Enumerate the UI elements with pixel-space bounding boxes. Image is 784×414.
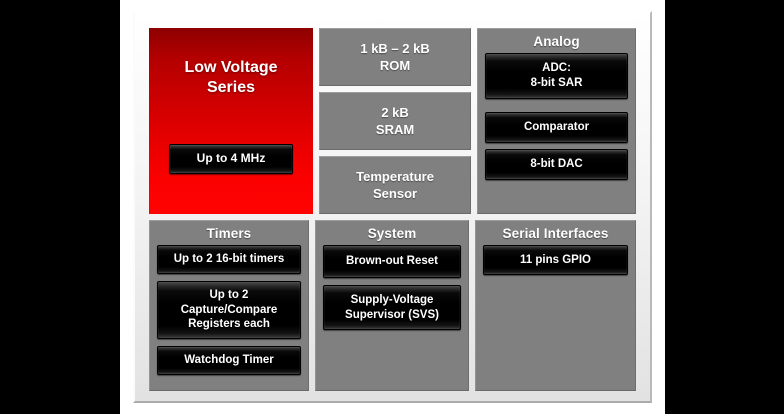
dac-label: 8-bit DAC [530, 158, 583, 171]
diagram-content: Low Voltage Series Up to 4 MHz 1 kB – 2 … [137, 15, 648, 399]
diagram-row-top: Low Voltage Series Up to 4 MHz 1 kB – 2 … [149, 28, 636, 214]
adc-chip[interactable]: ADC: 8-bit SAR [485, 53, 628, 99]
rom-size: 1 kB – 2 kB [360, 40, 430, 56]
timers-16bit-label: Up to 2 16-bit timers [173, 253, 285, 266]
temperature-sensor-box[interactable]: Temperature Sensor [319, 156, 472, 214]
timers-panel: Timers Up to 2 16-bit timers Up to 2 Cap… [149, 220, 309, 391]
brand-title: Low Voltage Series [149, 28, 313, 99]
serial-interfaces-panel: Serial Interfaces 11 pins GPIO [475, 220, 636, 391]
analog-panel-title: Analog [533, 34, 580, 49]
letterbox-left [0, 0, 120, 414]
letterbox-right [665, 0, 784, 414]
system-panel: System Brown-out Reset Supply-Voltage Su… [314, 220, 470, 391]
capture-compare-line2: Capture/Compare [180, 303, 278, 316]
gpio-chip[interactable]: 11 pins GPIO [483, 245, 628, 275]
sram-label: SRAM [375, 122, 415, 137]
capture-compare-chip[interactable]: Up to 2 Capture/Compare Registers each [157, 281, 301, 339]
adc-line2: 8-bit SAR [530, 77, 583, 89]
rom-label: ROM [379, 58, 411, 73]
serial-interfaces-panel-body: 11 pins GPIO [476, 245, 635, 282]
diagram-row-bottom: Timers Up to 2 16-bit timers Up to 2 Cap… [149, 220, 636, 391]
system-panel-body: Brown-out Reset Supply-Voltage Superviso… [316, 245, 468, 337]
timers-panel-title: Timers [206, 226, 252, 241]
svs-line1: Supply-Voltage [350, 293, 434, 306]
serial-interfaces-panel-title: Serial Interfaces [502, 226, 609, 241]
supply-voltage-supervisor-chip[interactable]: Supply-Voltage Supervisor (SVS) [322, 285, 462, 330]
watchdog-timer-chip[interactable]: Watchdog Timer [157, 346, 301, 375]
gpio-label: 11 pins GPIO [520, 253, 591, 266]
brownout-reset-label: Brown-out Reset [346, 255, 438, 268]
comparator-label: Comparator [523, 121, 590, 134]
brownout-reset-chip[interactable]: Brown-out Reset [322, 245, 462, 278]
analog-panel-body: ADC: 8-bit SAR Comparator 8-bit DAC [478, 53, 635, 187]
temperature-sensor-line2: Sensor [373, 186, 418, 201]
timers-16bit-chip[interactable]: Up to 2 16-bit timers [157, 245, 301, 274]
brand-title-line2: Series [206, 79, 256, 97]
analog-panel: Analog ADC: 8-bit SAR Comparator 8-bit D… [477, 28, 636, 214]
dac-chip[interactable]: 8-bit DAC [485, 149, 628, 180]
comparator-chip[interactable]: Comparator [485, 112, 628, 143]
svs-line2: Supervisor (SVS) [345, 308, 439, 321]
adc-line1: ADC: [542, 62, 571, 75]
watchdog-timer-label: Watchdog Timer [184, 354, 274, 367]
brand-column: Low Voltage Series Up to 4 MHz [149, 28, 313, 214]
brand-title-line1: Low Voltage [184, 59, 278, 76]
rom-box[interactable]: 1 kB – 2 kB ROM [319, 28, 472, 86]
sram-size: 2 kB [381, 104, 409, 120]
sram-box[interactable]: 2 kB SRAM [319, 92, 472, 150]
low-voltage-series-panel[interactable]: Low Voltage Series Up to 4 MHz [149, 28, 313, 214]
capture-compare-line1: Up to 2 [209, 288, 249, 301]
timers-panel-body: Up to 2 16-bit timers Up to 2 Capture/Co… [150, 245, 308, 382]
temperature-sensor-line1: Temperature [356, 168, 434, 184]
memory-column: 1 kB – 2 kB ROM 2 kB SRAM Temperature Se… [319, 28, 472, 214]
cpu-speed-chip[interactable]: Up to 4 MHz [169, 144, 293, 174]
capture-compare-line3: Registers each [188, 318, 270, 331]
system-panel-title: System [367, 226, 417, 241]
cpu-speed-label: Up to 4 MHz [196, 151, 266, 166]
